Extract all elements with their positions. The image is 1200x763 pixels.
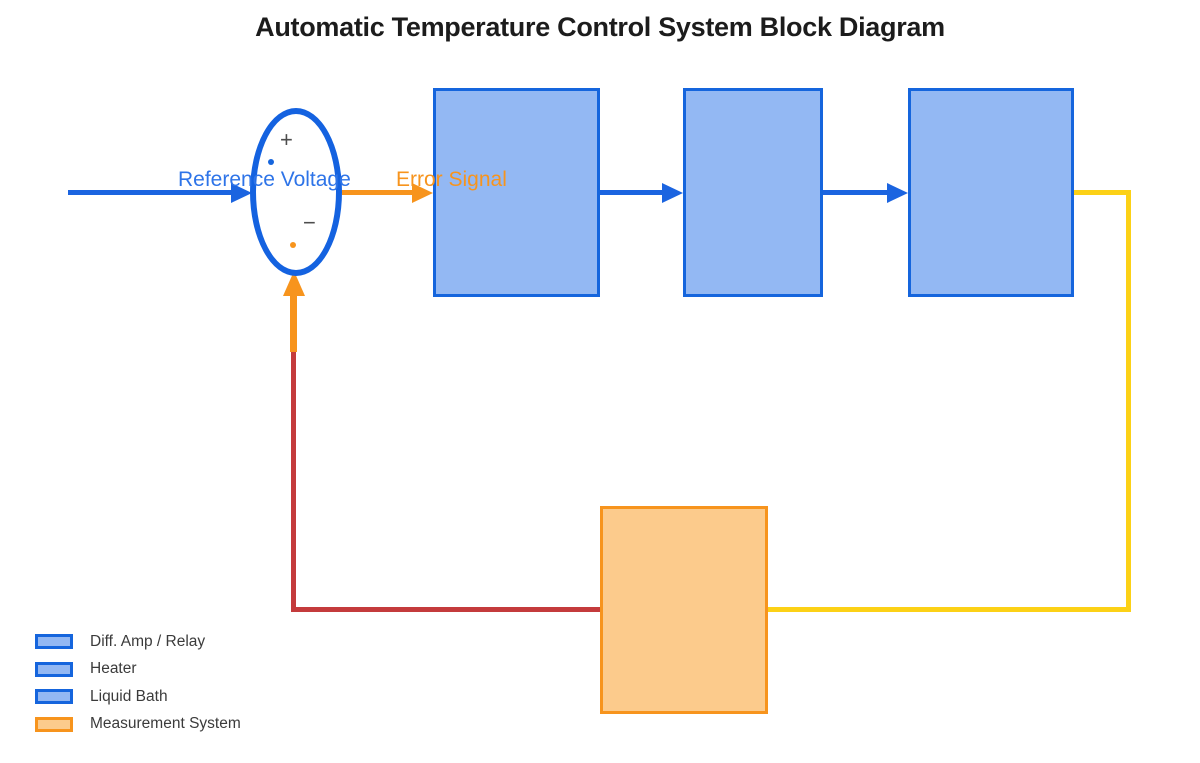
reference-voltage-label: Reference Voltage xyxy=(178,168,351,191)
feedback-yellow-line-top xyxy=(1074,190,1131,195)
block-diff-amp-relay xyxy=(433,88,600,297)
legend-swatch-orange-icon xyxy=(35,716,73,732)
legend-swatch-blue-icon xyxy=(35,634,73,650)
feedback-arrow-shaft xyxy=(290,293,297,352)
block-liquid-bath xyxy=(908,88,1074,297)
feedback-arrowhead-icon xyxy=(282,271,305,296)
summing-junction xyxy=(250,108,342,276)
legend-item-diff-amp-relay: Diff. Amp / Relay xyxy=(35,628,241,656)
legend: Diff. Amp / Relay Heater Liquid Bath Mea… xyxy=(35,628,241,738)
plus-sign: + xyxy=(280,127,293,152)
feedback-yellow-line-vertical xyxy=(1126,190,1131,612)
legend-label: Liquid Bath xyxy=(90,687,168,705)
heater-to-liquidbath-line xyxy=(823,190,887,195)
diffamp-to-heater-line xyxy=(600,190,662,195)
legend-swatch-blue-icon xyxy=(35,661,73,677)
minus-input-dot-marker xyxy=(290,242,296,248)
diffamp-to-heater-arrowhead-icon xyxy=(662,182,683,203)
legend-item-heater: Heater xyxy=(35,656,241,684)
feedback-yellow-line-bottom xyxy=(768,607,1131,612)
feedback-red-line-bottom xyxy=(291,607,600,612)
minus-sign: − xyxy=(303,210,316,235)
error-signal-arrowhead-icon xyxy=(412,182,433,203)
heater-to-liquidbath-arrowhead-icon xyxy=(887,182,908,203)
legend-item-measurement-system: Measurement System xyxy=(35,711,241,739)
block-heater xyxy=(683,88,823,297)
legend-label: Measurement System xyxy=(90,715,241,733)
block-measurement-system xyxy=(600,506,768,714)
reference-input-arrowhead-icon xyxy=(231,182,252,203)
plus-input-dot-marker xyxy=(268,159,274,165)
error-signal-line xyxy=(342,190,412,195)
feedback-red-line-vertical xyxy=(291,345,296,612)
diagram-title: Automatic Temperature Control System Blo… xyxy=(255,12,945,42)
legend-label: Heater xyxy=(90,660,137,678)
error-signal-label: Error Signal xyxy=(396,168,507,191)
reference-input-line xyxy=(68,190,231,195)
legend-label: Diff. Amp / Relay xyxy=(90,632,206,650)
legend-swatch-blue-icon xyxy=(35,689,73,705)
legend-item-liquid-bath: Liquid Bath xyxy=(35,683,241,711)
